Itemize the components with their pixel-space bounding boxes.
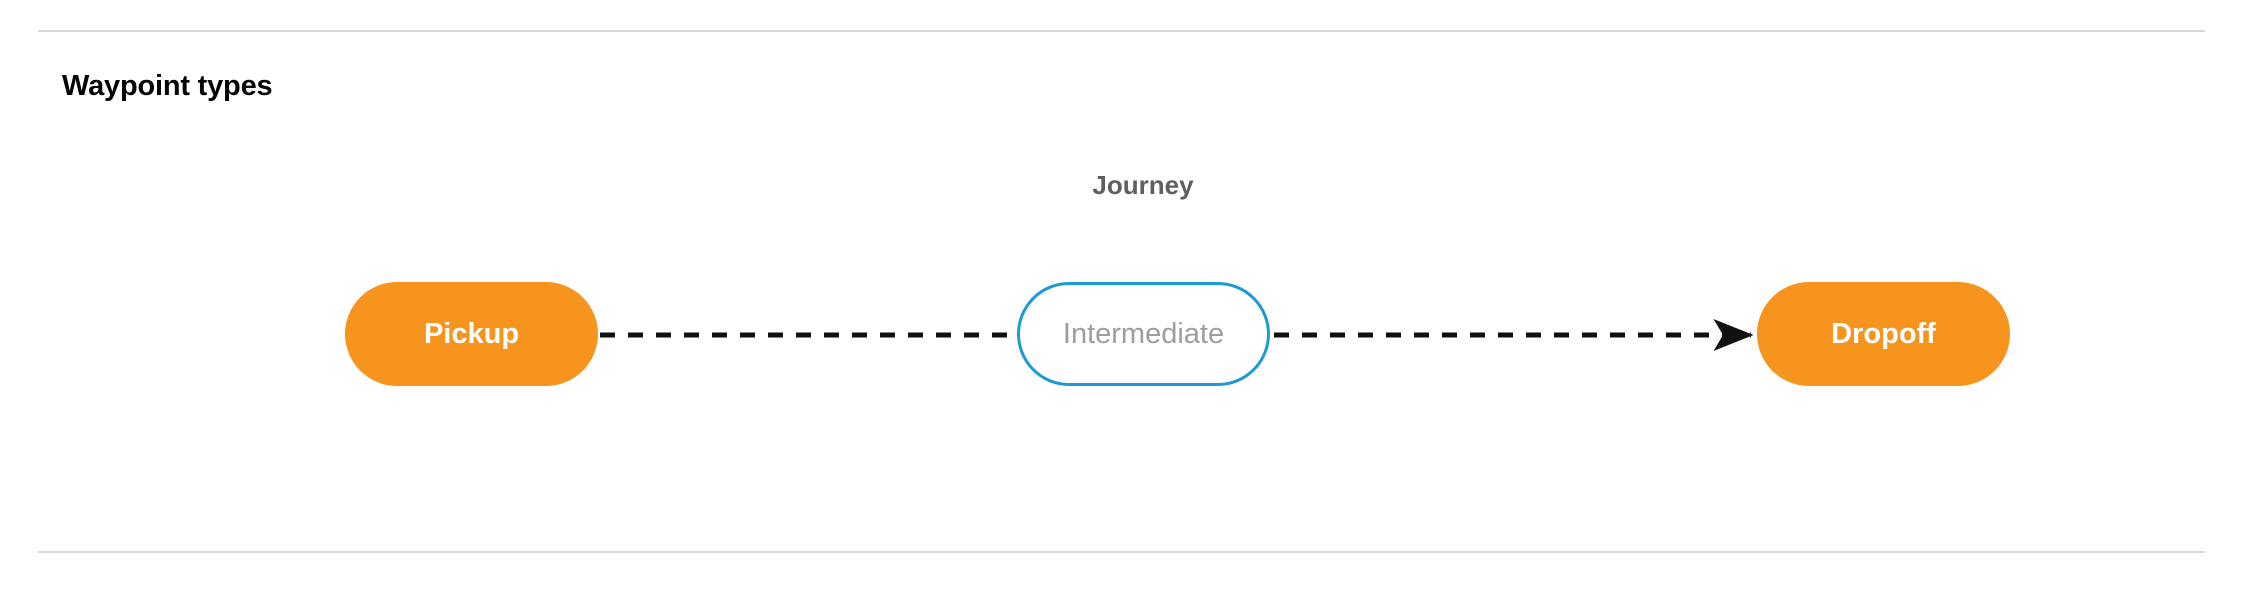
waypoint-node-pickup[interactable]: Pickup [345, 282, 598, 386]
waypoint-node-dropoff[interactable]: Dropoff [1757, 282, 2010, 386]
page-title: Waypoint types [62, 70, 273, 102]
waypoint-node-intermediate-label: Intermediate [1062, 317, 1225, 350]
journey-group-label: Journey [1092, 170, 1194, 200]
waypoint-node-pickup-label: Pickup [423, 317, 520, 350]
divider-top [38, 30, 2205, 32]
waypoint-node-dropoff-label: Dropoff [1831, 317, 1936, 350]
divider-bottom [38, 551, 2205, 553]
waypoint-node-intermediate[interactable]: Intermediate [1017, 282, 1270, 386]
